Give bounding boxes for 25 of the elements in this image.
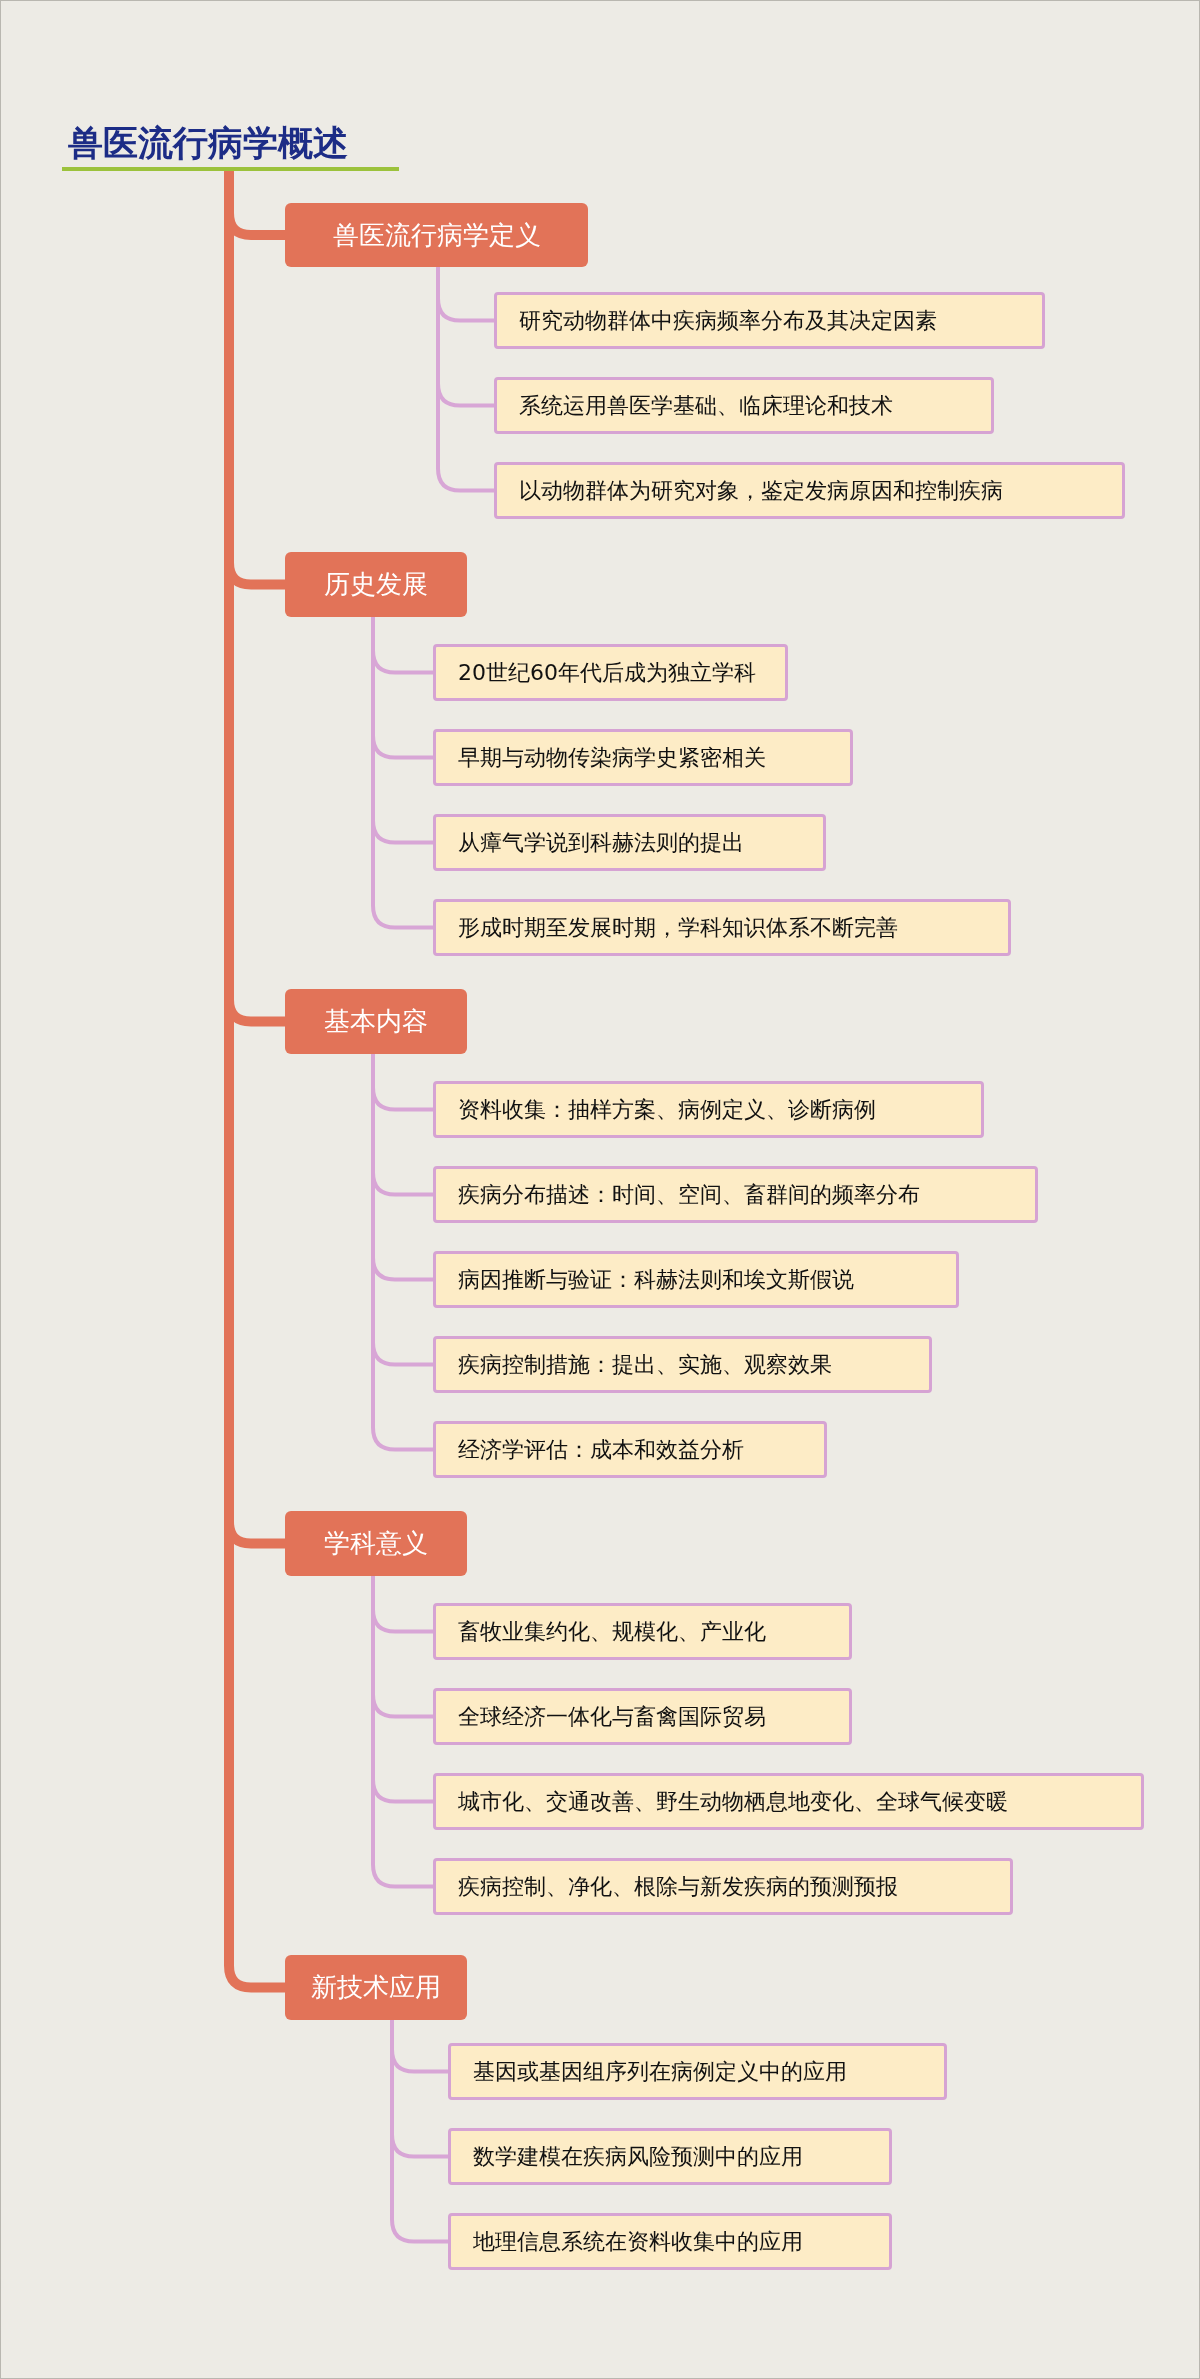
topic-box: 基本内容 — [285, 989, 467, 1054]
subtopic-box: 资料收集：抽样方案、病例定义、诊断病例 — [433, 1081, 984, 1138]
subtopic-box: 研究动物群体中疾病频率分布及其决定因素 — [494, 292, 1045, 349]
subtopic-box: 地理信息系统在资料收集中的应用 — [448, 2213, 892, 2270]
topic-box: 兽医流行病学定义 — [285, 203, 588, 267]
topic-box: 新技术应用 — [285, 1955, 467, 2020]
topic-box: 历史发展 — [285, 552, 467, 617]
subtopic-box: 畜牧业集约化、规模化、产业化 — [433, 1603, 852, 1660]
subtopic-box: 疾病控制措施：提出、实施、观察效果 — [433, 1336, 932, 1393]
subtopic-box: 数学建模在疾病风险预测中的应用 — [448, 2128, 892, 2185]
subtopic-box: 疾病控制、净化、根除与新发疾病的预测预报 — [433, 1858, 1013, 1915]
subtopic-box: 经济学评估：成本和效益分析 — [433, 1421, 827, 1478]
subtopic-box: 全球经济一体化与畜禽国际贸易 — [433, 1688, 852, 1745]
topic-box: 学科意义 — [285, 1511, 467, 1576]
subtopic-box: 基因或基因组序列在病例定义中的应用 — [448, 2043, 947, 2100]
subtopic-box: 从瘴气学说到科赫法则的提出 — [433, 814, 826, 871]
subtopic-box: 以动物群体为研究对象，鉴定发病原因和控制疾病 — [494, 462, 1125, 519]
subtopic-box: 20世纪60年代后成为独立学科 — [433, 644, 788, 701]
title-node: 兽医流行病学概述 — [62, 119, 399, 171]
subtopic-box: 形成时期至发展时期，学科知识体系不断完善 — [433, 899, 1011, 956]
subtopic-box: 城市化、交通改善、野生动物栖息地变化、全球气候变暖 — [433, 1773, 1144, 1830]
subtopic-box: 早期与动物传染病学史紧密相关 — [433, 729, 853, 786]
subtopic-box: 疾病分布描述：时间、空间、畜群间的频率分布 — [433, 1166, 1038, 1223]
subtopic-box: 系统运用兽医学基础、临床理论和技术 — [494, 377, 994, 434]
subtopic-box: 病因推断与验证：科赫法则和埃文斯假说 — [433, 1251, 959, 1308]
